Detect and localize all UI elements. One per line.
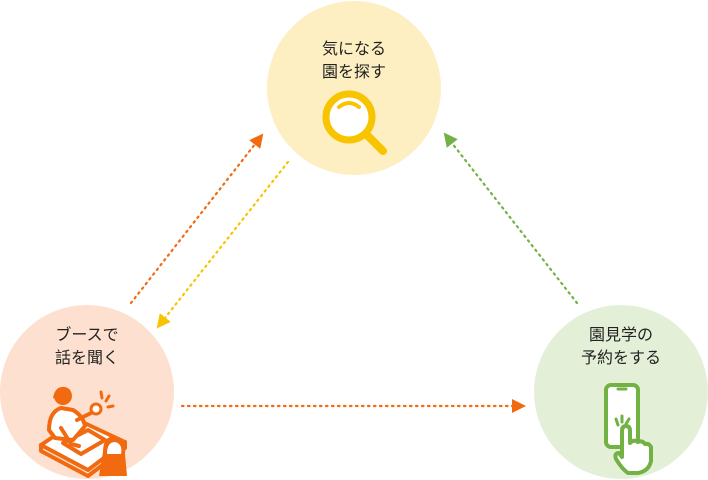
step-find-nursery: 気になる 園を探す	[267, 1, 441, 175]
arrow-booth-to-find	[129, 133, 264, 305]
arrow-find-to-booth	[156, 160, 290, 329]
step-reserve-line-1: 園見学の	[588, 325, 653, 344]
step-booth-consultation: ブースで 話を聞く	[0, 305, 174, 479]
step-reserve-label: 園見学の 予約をする	[534, 323, 708, 369]
step-find-line-1: 気になる	[321, 39, 386, 58]
arrow-reserve-to-find	[443, 132, 579, 305]
step-reserve-line-2: 予約をする	[580, 348, 661, 367]
magnifier-icon	[322, 90, 387, 155]
step-booth-line-1: ブースで	[55, 325, 119, 344]
step-find-label: 気になる 園を探す	[267, 37, 441, 83]
step-booth-line-2: 話を聞く	[54, 348, 119, 367]
step-find-line-2: 園を探す	[321, 62, 386, 81]
step-booth-label: ブースで 話を聞く	[0, 323, 174, 369]
smartphone-tap-icon	[604, 383, 653, 475]
consultation-icon	[39, 386, 127, 478]
step-reserve-visit: 園見学の 予約をする	[534, 305, 708, 479]
